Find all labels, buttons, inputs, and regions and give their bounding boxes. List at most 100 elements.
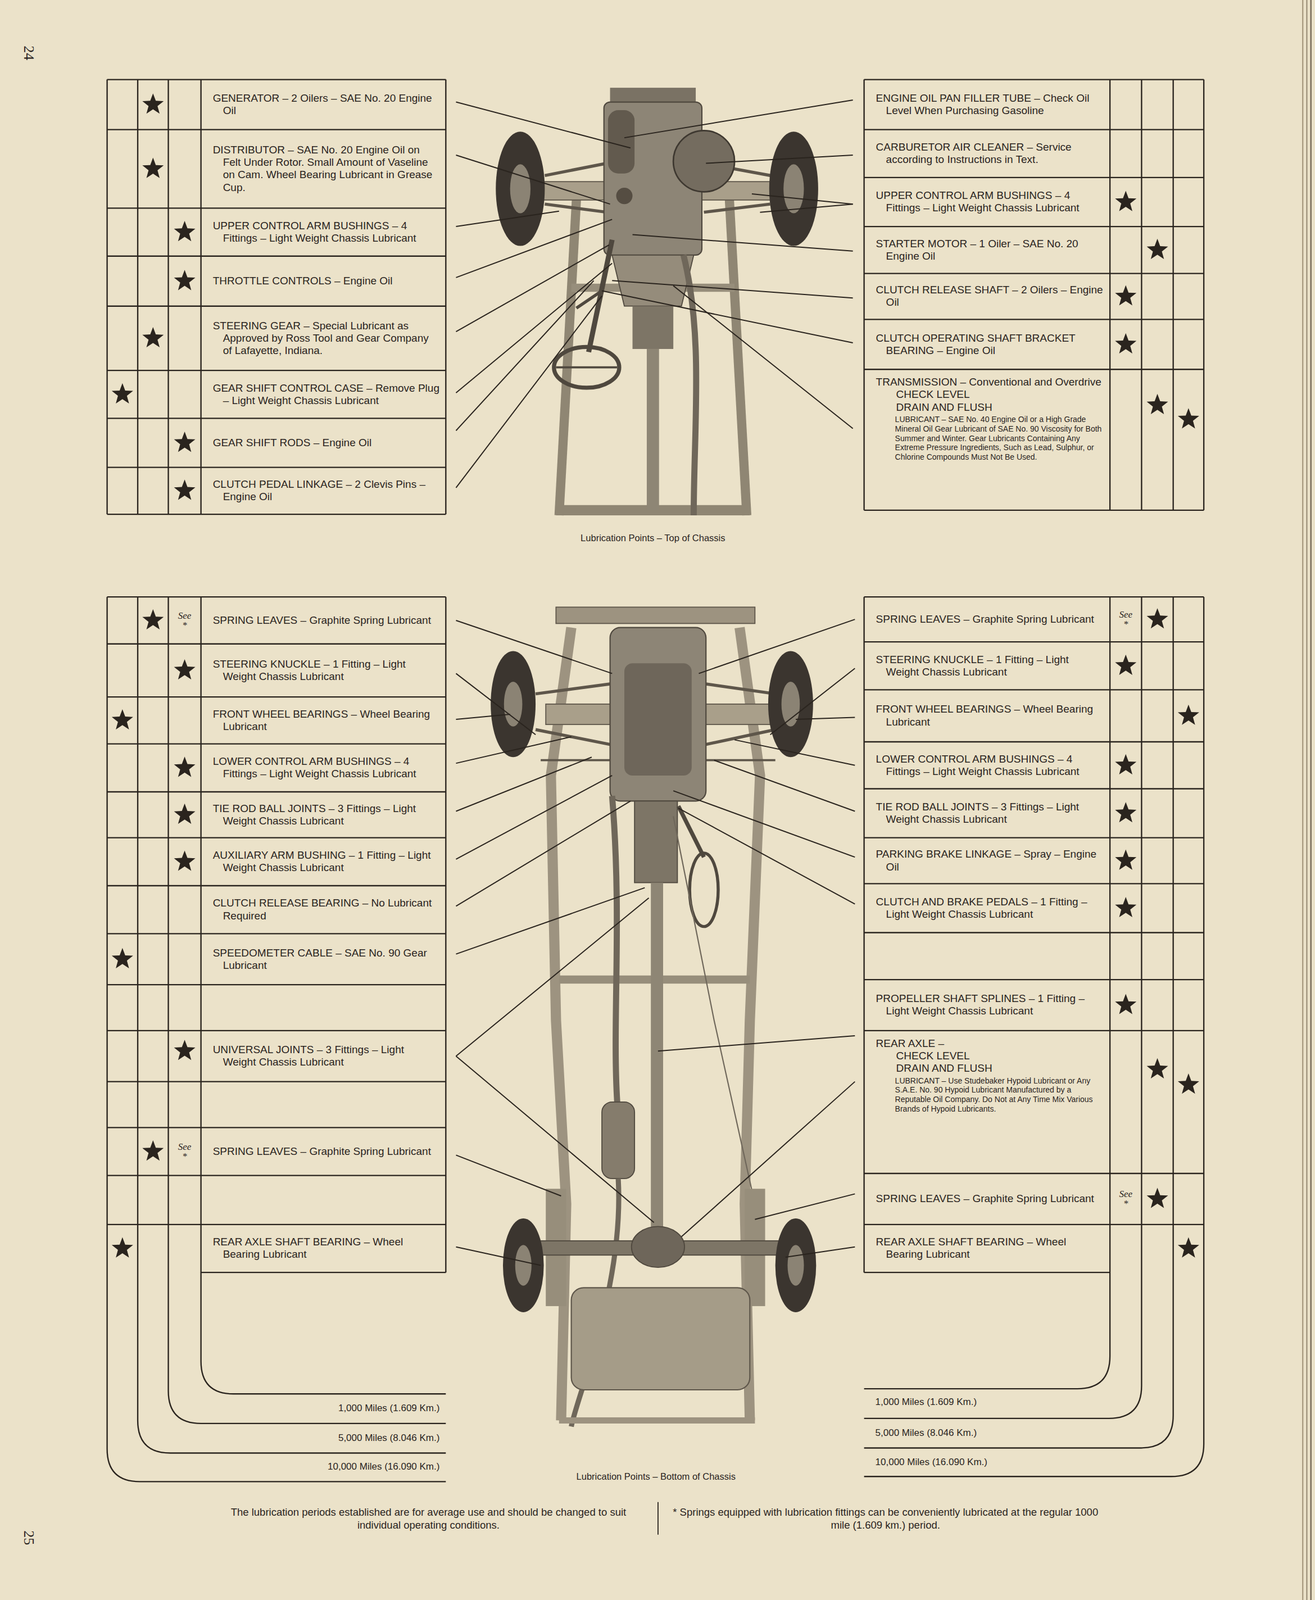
grid-line <box>107 466 447 468</box>
lubrication-item-box: REAR AXLE –CHECK LEVELDRAIN AND FLUSHLUB… <box>864 1031 1110 1173</box>
mileage-label: 5,000 Miles (8.046 Km.) <box>875 1426 977 1439</box>
lubrication-item-box: GEAR SHIFT CONTROL CASE – Remove Plug – … <box>201 371 446 417</box>
mileage-label: 10,000 Miles (16.090 Km.) <box>327 1460 440 1473</box>
grid-line <box>107 128 447 130</box>
grid-line <box>107 596 447 598</box>
page-number: 25 <box>19 1530 39 1545</box>
grid-line <box>864 1271 1111 1273</box>
grid-line <box>445 79 447 515</box>
item-text: GENERATOR – 2 Oilers – SAE No. 20 Engine… <box>212 92 441 117</box>
lubrication-item-box: CARBURETOR AIR CLEANER – Service accordi… <box>864 130 1110 177</box>
grid-line <box>864 368 1205 370</box>
grid-line <box>107 1174 447 1176</box>
item-text: CLUTCH OPERATING SHAFT BRACKET BEARING –… <box>876 332 1105 357</box>
star-symbol <box>1114 754 1137 775</box>
footnote-divider <box>657 1502 659 1535</box>
see-note: See * <box>1117 1189 1135 1209</box>
star-symbol <box>174 803 196 824</box>
item-text: REAR AXLE SHAFT BEARING – Wheel Bearing … <box>876 1235 1105 1261</box>
grid-line <box>167 79 169 515</box>
lubrication-item-box: LOWER CONTROL ARM BUSHINGS – 4 Fittings … <box>201 745 446 791</box>
item-text: DISTRIBUTOR – SAE No. 20 Engine Oil on F… <box>212 143 441 194</box>
leader-line <box>455 1247 541 1266</box>
item-text: PROPELLER SHAFT SPLINES – 1 Fitting – Li… <box>876 992 1105 1018</box>
leader-line <box>455 673 536 735</box>
footnote: The lubrication periods established are … <box>214 1505 643 1532</box>
lubrication-item-box: LOWER CONTROL ARM BUSHINGS – 4 Fittings … <box>864 742 1110 788</box>
item-text: REAR AXLE – <box>876 1037 1105 1050</box>
grid-line <box>864 931 1205 933</box>
star-symbol <box>111 948 134 969</box>
mileage-track <box>107 596 447 1482</box>
star-symbol <box>1177 704 1200 725</box>
lubrication-item-box: AUXILIARY ARM BUSHING – 1 Fitting – Ligh… <box>201 839 446 885</box>
star-symbol <box>174 756 196 777</box>
leader-line <box>751 193 854 204</box>
grid-line <box>1109 79 1111 511</box>
leader-line <box>759 203 853 213</box>
leader-line <box>714 760 856 812</box>
star-symbol <box>1114 284 1137 306</box>
mileage-track <box>168 596 447 1424</box>
item-text: CLUTCH PEDAL LINKAGE – 2 Clevis Pins – E… <box>212 478 441 503</box>
lubrication-item-box: SPRING LEAVES – Graphite Spring Lubrican… <box>201 1128 446 1174</box>
lubrication-item-box: SPEEDOMETER CABLE – SAE No. 90 Gear Lubr… <box>201 934 446 984</box>
leader-line <box>455 775 612 860</box>
leader-line <box>734 739 855 765</box>
lubrication-item-box: SPRING LEAVES – Graphite Spring Lubrican… <box>201 597 446 643</box>
leader-line <box>658 1035 855 1051</box>
star-symbol <box>1146 1187 1169 1208</box>
grid-line <box>864 596 1205 598</box>
lubrication-item-box: UPPER CONTROL ARM BUSHINGS – 4 Fittings … <box>864 178 1110 226</box>
mileage-track <box>864 596 1142 1419</box>
mileage-track <box>864 596 1111 1389</box>
grid-line <box>137 79 139 515</box>
leader-line <box>678 808 855 905</box>
leader-line <box>455 1055 654 1223</box>
item-text: TIE ROD BALL JOINTS – 3 Fittings – Light… <box>876 800 1105 826</box>
leader-line <box>455 800 630 906</box>
item-text: UNIVERSAL JOINTS – 3 Fittings – Light We… <box>212 1043 441 1069</box>
see-note: See * <box>176 1141 194 1162</box>
grid-line <box>864 641 1205 643</box>
grid-line <box>864 177 1205 179</box>
item-text: PARKING BRAKE LINKAGE – Spray – Engine O… <box>876 848 1105 873</box>
grid-line <box>864 128 1205 130</box>
grid-line <box>106 79 108 515</box>
leader-line <box>455 219 612 278</box>
item-text: THROTTLE CONTROLS – Engine Oil <box>212 274 441 288</box>
item-text: LOWER CONTROL ARM BUSHINGS – 4 Fittings … <box>876 753 1105 778</box>
star-symbol <box>142 609 164 630</box>
grid-line <box>1140 79 1142 511</box>
lubrication-item-box: REAR AXLE SHAFT BEARING – Wheel Bearing … <box>201 1225 446 1272</box>
grid-line <box>1203 79 1205 511</box>
leader-line <box>601 290 854 343</box>
footnote: * Springs equipped with lubrication fitt… <box>671 1505 1100 1532</box>
item-text: SPRING LEAVES – Graphite Spring Lubrican… <box>876 1192 1105 1205</box>
leader-line <box>455 898 649 1056</box>
grid-line <box>107 78 447 80</box>
star-symbol <box>174 479 196 500</box>
leader-line <box>455 887 645 955</box>
lubrication-item-box: CLUTCH OPERATING SHAFT BRACKET BEARING –… <box>864 320 1110 369</box>
item-text: GEAR SHIFT RODS – Engine Oil <box>212 436 441 450</box>
lubrication-item-box: STEERING KNUCKLE – 1 Fitting – Light Wei… <box>864 642 1110 689</box>
lubrication-item-box: UPPER CONTROL ARM BUSHINGS – 4 Fittings … <box>201 209 446 255</box>
leader-line <box>455 102 630 149</box>
lubrication-item-box: FRONT WHEEL BEARINGS – Wheel Bearing Lub… <box>864 690 1110 741</box>
grid-line <box>864 882 1205 884</box>
grid-line <box>107 742 447 745</box>
star-symbol <box>1177 407 1200 429</box>
grid-line <box>107 255 447 257</box>
grid-line <box>107 1126 447 1128</box>
grid-line <box>864 787 1205 789</box>
item-text: UPPER CONTROL ARM BUSHINGS – 4 Fittings … <box>212 219 441 245</box>
leader-line <box>455 620 612 674</box>
lubrication-item-box: TRANSMISSION – Conventional and Overdriv… <box>864 370 1110 510</box>
mileage-track <box>137 596 446 1453</box>
lubrication-item-box: GEAR SHIFT RODS – Engine Oil <box>201 419 446 466</box>
see-note: See * <box>176 610 194 630</box>
star-symbol <box>1114 993 1137 1014</box>
lubrication-item-box: UNIVERSAL JOINTS – 3 Fittings – Light We… <box>201 1031 446 1081</box>
leader-line <box>455 280 594 431</box>
